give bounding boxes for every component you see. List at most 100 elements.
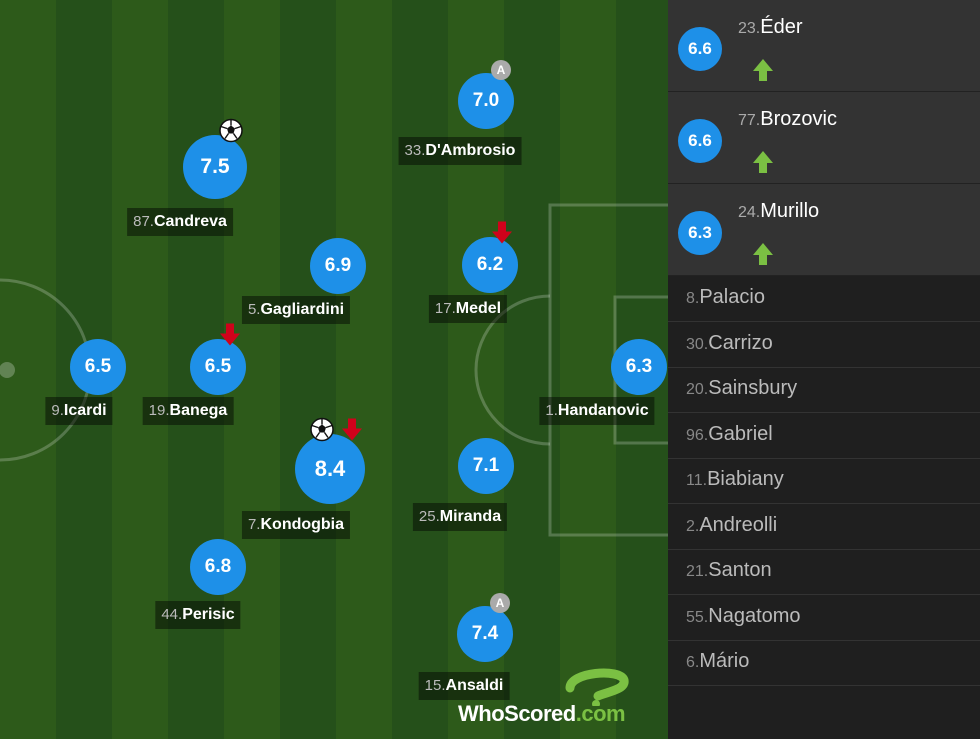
player-name-label: 87.Candreva [127, 208, 233, 236]
bench-row[interactable]: 21.Santon [668, 549, 980, 595]
player-name: D'Ambrosio [425, 142, 516, 159]
bench-row[interactable]: 20.Sainsbury [668, 367, 980, 413]
bench-row[interactable]: 2.Andreolli [668, 504, 980, 550]
player-rating[interactable]: 6.5 [190, 339, 246, 395]
bench-player-name: Carrizo [708, 331, 773, 354]
logo-dotcom: .com [575, 701, 626, 726]
bench-row[interactable]: 11.Biabiany [668, 458, 980, 504]
bench-player-label: 6.Mário [686, 650, 749, 673]
player-name-label: 33.D'Ambrosio [398, 137, 522, 165]
player-rating[interactable]: 6.3 [611, 339, 667, 395]
player-name: Gagliardini [260, 301, 345, 318]
substitutes-panel: 6.6 23.Éder 6.6 77.Brozovic 6.3 24.Murillo 8.… [668, 0, 980, 739]
substitute-name-label: 23.Éder [738, 16, 803, 39]
substitute-rating[interactable]: 6.3 [678, 211, 722, 255]
player-number: 25. [418, 508, 440, 525]
bench-player-number: 11. [686, 472, 708, 489]
player-number: 17. [434, 300, 456, 317]
player-number: 15. [424, 677, 446, 694]
player-number: 19. [148, 402, 170, 419]
bench-player-number: 21. [686, 563, 709, 580]
bench-player-name: Andreolli [699, 513, 778, 536]
sub-on-arrow-icon [752, 149, 774, 180]
player-name: Perisic [182, 606, 235, 623]
assist-badge-icon: A [491, 60, 511, 80]
logo-text: WhoScored [458, 701, 576, 726]
substitute-number: 23. [738, 20, 761, 37]
player-name: Handanovic [557, 402, 649, 419]
substitute-name-label: 77.Brozovic [738, 108, 837, 131]
player-rating[interactable]: 7.5 [183, 135, 247, 199]
bench-row[interactable]: 6.Mário [668, 640, 980, 686]
player-number: 7. [247, 516, 261, 533]
player-rating[interactable]: 6.9 [310, 238, 366, 294]
substitute-name: Murillo [760, 200, 820, 222]
substitute-number: 77. [738, 112, 761, 129]
substitute-name: Brozovic [760, 108, 837, 130]
bench-player-number: 8. [686, 290, 700, 307]
player-name: Icardi [63, 402, 107, 419]
bench-row[interactable]: 96.Gabriel [668, 413, 980, 459]
football-icon [309, 417, 335, 448]
player-name-label: 7.Kondogbia [241, 511, 351, 539]
bench-player-label: 8.Palacio [686, 286, 765, 309]
bench-player-label: 21.Santon [686, 559, 772, 582]
substitute-row[interactable]: 6.6 23.Éder [668, 0, 980, 92]
bench-player-name: Nagatomo [708, 604, 801, 627]
bench-player-name: Gabriel [708, 422, 773, 445]
sub-on-arrow-icon [752, 241, 774, 272]
assist-badge-icon: A [490, 593, 510, 613]
bench-player-name: Biabiany [707, 468, 784, 490]
logo-mark-icon [565, 668, 629, 706]
bench-player-number: 6. [686, 654, 700, 671]
bench-player-number: 96. [686, 426, 709, 444]
bench-player-label: 96.Gabriel [686, 423, 773, 446]
substitute-row[interactable]: 6.3 24.Murillo [668, 184, 980, 276]
player-rating[interactable]: 6.5 [70, 339, 126, 395]
player-rating[interactable]: 6.8 [190, 539, 246, 595]
bench-player-number: 2. [686, 517, 700, 535]
player-name-label: 5.Gagliardini [241, 296, 351, 324]
substitute-name: Éder [760, 16, 803, 38]
player-name: Miranda [439, 508, 502, 525]
bench-player-number: 30. [686, 335, 709, 353]
player-rating[interactable]: 6.2 [462, 237, 518, 293]
bench-player-name: Palacio [699, 286, 765, 308]
bench-row[interactable]: 55.Nagatomo [668, 595, 980, 641]
player-name-label: 25.Miranda [412, 503, 508, 531]
bench-player-label: 55.Nagatomo [686, 605, 801, 628]
player-number: 9. [51, 402, 64, 419]
player-number: 5. [247, 301, 261, 318]
player-number: 1. [545, 402, 558, 419]
substitute-name-label: 24.Murillo [738, 200, 819, 223]
bench-player-label: 20.Sainsbury [686, 377, 797, 400]
bench-player-number: 20. [686, 381, 709, 398]
player-name-label: 19.Banega [142, 397, 234, 425]
bench-player-name: Sainsbury [708, 377, 798, 399]
substitute-rating[interactable]: 6.6 [678, 119, 722, 163]
bench-player-label: 30.Carrizo [686, 332, 773, 355]
player-rating[interactable]: 7.4 [457, 606, 513, 662]
bench-row[interactable]: 30.Carrizo [668, 322, 980, 368]
bench-player-label: 11.Biabiany [686, 468, 784, 491]
player-number: 87. [133, 213, 154, 230]
player-name-label: 15.Ansaldi [418, 672, 510, 700]
substitute-rating[interactable]: 6.6 [678, 27, 722, 71]
player-name: Medel [455, 300, 502, 317]
player-rating[interactable]: 8.4 [295, 434, 365, 504]
player-name: Ansaldi [445, 677, 504, 694]
sub-on-arrow-icon [752, 57, 774, 88]
player-name-label: 9.Icardi [45, 397, 113, 425]
bench-player-name: Santon [708, 559, 772, 581]
bench-player-label: 2.Andreolli [686, 514, 777, 537]
bench-row[interactable]: 8.Palacio [668, 276, 980, 322]
sub-off-arrow-icon [341, 417, 363, 448]
player-name-label: 1.Handanovic [539, 397, 655, 425]
player-rating[interactable]: 7.0 [458, 73, 514, 129]
player-rating[interactable]: 7.1 [458, 438, 514, 494]
sub-off-arrow-icon [491, 220, 513, 251]
bench-player-name: Mário [699, 650, 750, 672]
bench-player-number: 55. [686, 608, 709, 626]
substitute-row[interactable]: 6.6 77.Brozovic [668, 92, 980, 184]
